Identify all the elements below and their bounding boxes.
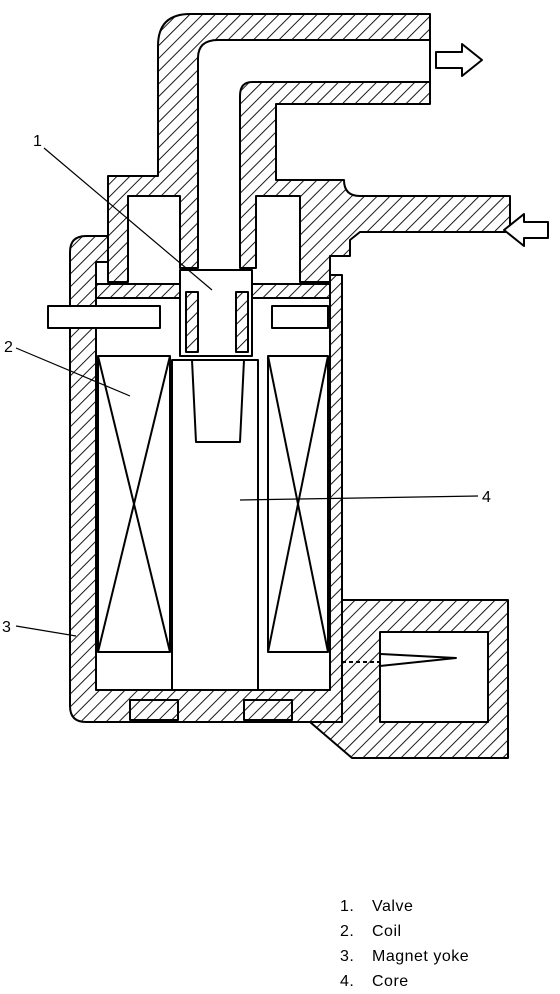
legend-label: Magnet yoke	[372, 948, 470, 965]
coil-left	[97, 355, 171, 653]
legend-label: Valve	[372, 898, 414, 915]
legend-item: 4. Core	[340, 969, 469, 994]
legend-number: 4.	[340, 973, 355, 990]
outlet-arrow-icon	[435, 43, 483, 77]
legend-number: 2.	[340, 923, 355, 940]
parts-legend: 1. Valve 2. Coil 3. Magnet yoke 4. Core	[340, 894, 469, 994]
legend-label: Core	[372, 973, 409, 990]
legend-number: 3.	[340, 948, 355, 965]
legend-item: 3. Magnet yoke	[340, 944, 469, 969]
leader-line-3	[15, 625, 77, 637]
leader-line-1	[43, 147, 213, 291]
inlet-arrow-icon	[503, 213, 549, 247]
magnet-yoke	[69, 235, 343, 723]
plunger	[191, 359, 245, 443]
coil-right	[267, 355, 329, 653]
connector-pin	[379, 653, 457, 667]
callout-2: 2	[4, 339, 13, 356]
legend-label: Coil	[372, 923, 402, 940]
callout-4: 4	[482, 489, 491, 506]
legend-item: 2. Coil	[340, 919, 469, 944]
connector-socket	[379, 631, 489, 723]
upper-housing	[107, 13, 511, 283]
callout-1: 1	[33, 133, 42, 150]
legend-item: 1. Valve	[340, 894, 469, 919]
mounting-bracket	[47, 305, 161, 329]
legend-number: 1.	[340, 898, 355, 915]
callout-3: 3	[2, 619, 11, 636]
leader-line-2	[15, 347, 131, 397]
leader-line-4	[239, 495, 479, 501]
